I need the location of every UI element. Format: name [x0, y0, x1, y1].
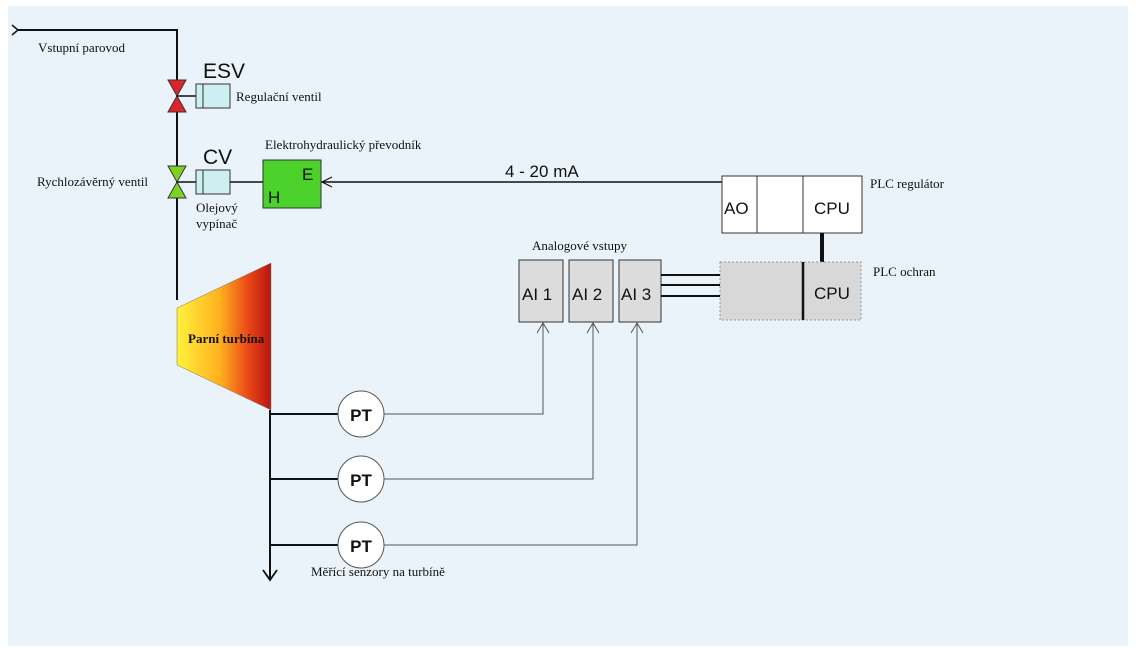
pt-label-1: PT — [350, 406, 372, 425]
converter-title: Elektrohydraulický převodník — [265, 137, 422, 152]
steam-pipe — [11, 24, 178, 300]
ai3-module — [618, 259, 662, 323]
ai2-module — [568, 259, 614, 323]
esv-valve — [167, 79, 231, 113]
cv-valve — [167, 165, 231, 199]
oil-trip-label-1: Olejový — [196, 200, 238, 215]
plc-regulator-label: PLC regulátor — [870, 176, 945, 191]
analog-inputs-label: Analogové vstupy — [532, 238, 627, 253]
pt-label-3: PT — [350, 537, 372, 556]
plc-protection-label: PLC ochran — [873, 264, 936, 279]
cv-label: CV — [203, 146, 232, 169]
inlet-label: Vstupní parovod — [38, 40, 126, 55]
turbine-label: Parní turbína — [188, 331, 265, 346]
ai1-module — [518, 259, 564, 323]
converter-h-label: H — [268, 188, 280, 207]
ai1-label: AI 1 — [522, 285, 552, 304]
ao-module-label: AO — [724, 199, 749, 218]
signal-label: 4 - 20 mA — [505, 162, 579, 181]
cpu-protection-label: CPU — [814, 284, 850, 303]
oil-trip-label-2: vypínač — [196, 216, 237, 231]
sensors-label: Měřící senzory na turbíně — [311, 564, 445, 579]
pt-label-2: PT — [350, 471, 372, 490]
ai2-label: AI 2 — [572, 285, 602, 304]
signal-line — [320, 176, 722, 188]
esv-label: ESV — [203, 60, 245, 83]
analog-bus — [661, 274, 720, 297]
esv-actuator — [195, 83, 231, 109]
electrohydraulic-converter — [262, 159, 322, 209]
control-valve-label: Regulační ventil — [236, 89, 322, 104]
cpu-regulator-label: CPU — [814, 199, 850, 218]
converter-e-label: E — [302, 165, 313, 184]
cv-actuator — [195, 169, 231, 195]
turbine-outlet — [262, 410, 338, 582]
plc-protection — [719, 261, 862, 321]
ai3-label: AI 3 — [621, 285, 651, 304]
sensor-signal-lines — [384, 322, 644, 546]
quick-close-valve-label: Rychlozávěrný ventil — [37, 174, 148, 189]
plc-regulator — [721, 175, 863, 234]
